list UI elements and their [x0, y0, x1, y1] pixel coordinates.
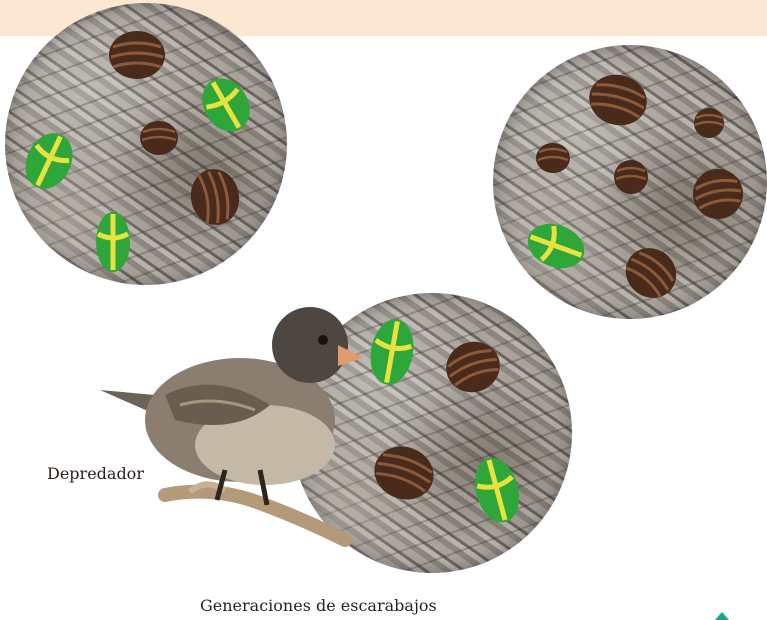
triangle-marker-icon — [715, 612, 729, 620]
generation-circle-2 — [493, 45, 767, 319]
generation-circle-1 — [5, 3, 287, 285]
brown-beetle-icon — [182, 161, 248, 234]
brown-beetle-icon — [579, 63, 658, 136]
brown-beetle-icon — [610, 232, 692, 313]
green-beetle-icon — [463, 448, 530, 532]
brown-beetle-icon — [105, 25, 169, 85]
green-beetle-icon — [516, 211, 595, 281]
brown-beetle-icon — [533, 140, 573, 176]
brown-beetle-icon — [137, 118, 181, 158]
brown-beetle-icon — [684, 160, 751, 227]
generations-caption: Generaciones de escarabajos — [200, 596, 437, 615]
brown-beetle-icon — [611, 157, 651, 197]
brown-beetle-icon — [434, 329, 512, 405]
finch-bird-illustration — [95, 300, 365, 550]
green-beetle-icon — [187, 64, 264, 145]
green-beetle-icon — [11, 120, 86, 202]
green-beetle-icon — [361, 311, 423, 393]
brown-beetle-icon — [362, 433, 446, 513]
brown-beetle-icon — [691, 105, 727, 141]
green-beetle-icon — [93, 208, 133, 276]
